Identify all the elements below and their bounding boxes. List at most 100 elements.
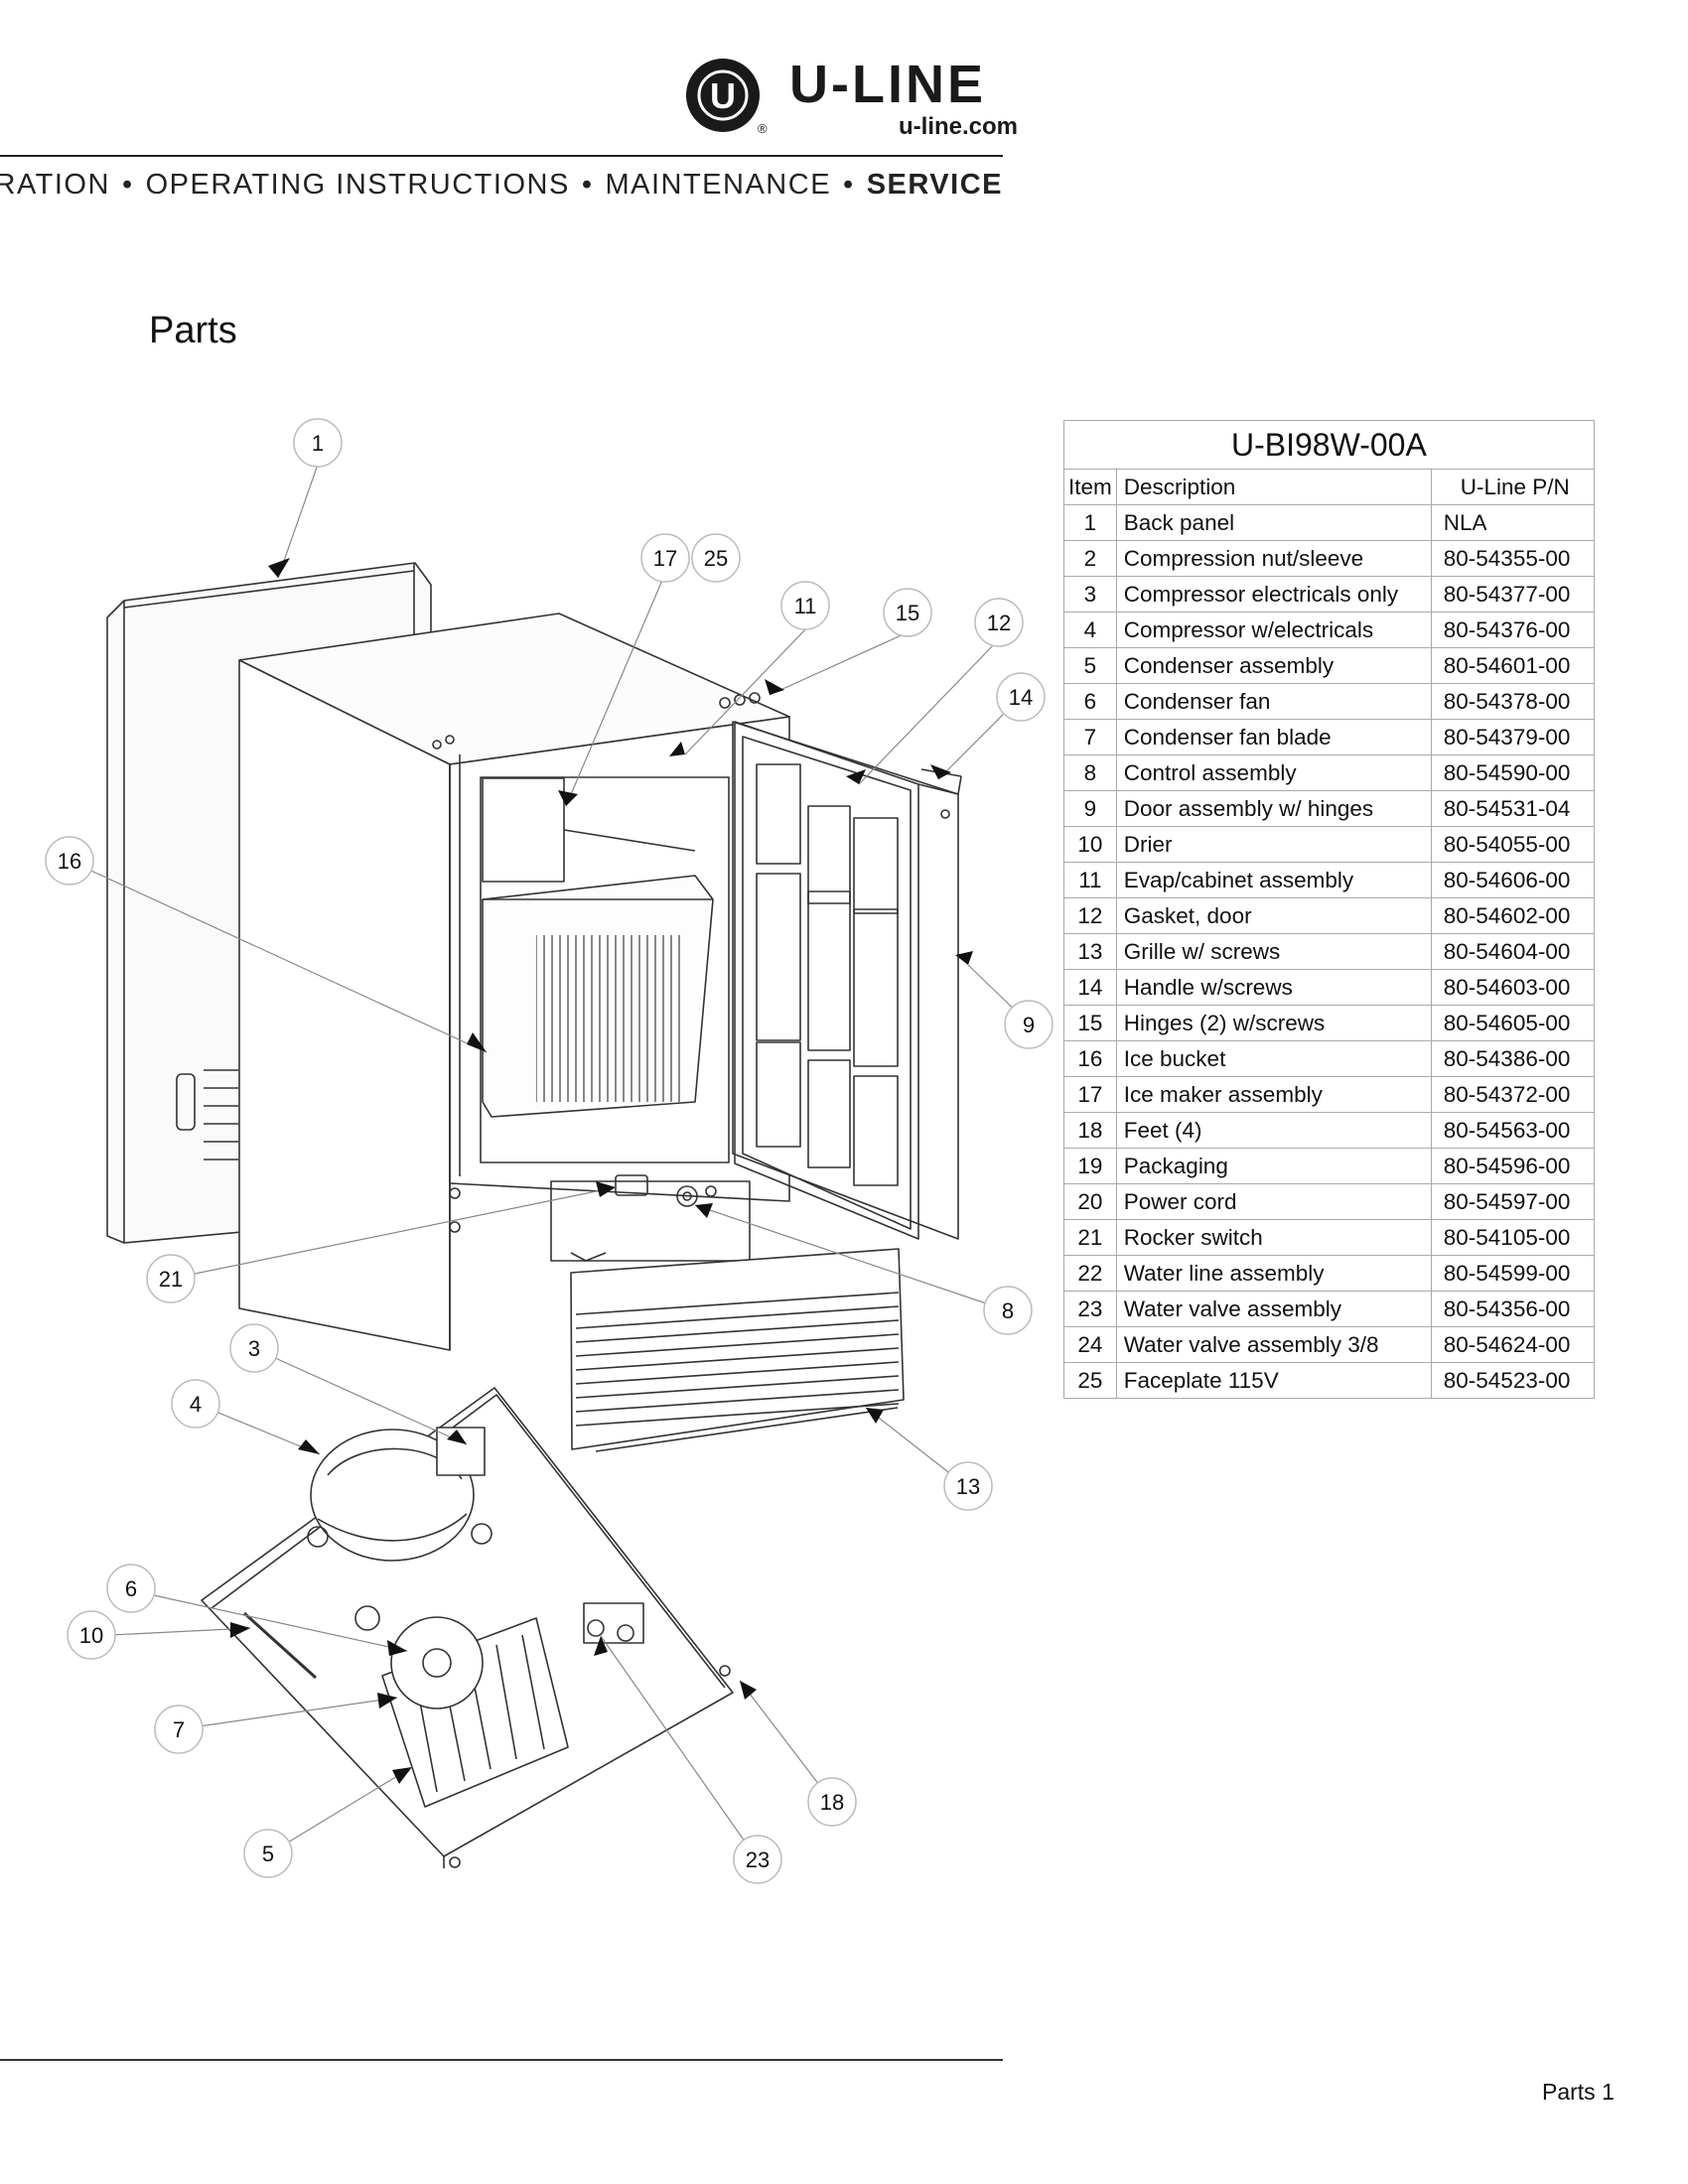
nav-separator: • [581, 169, 594, 201]
part-item-number: 6 [1063, 683, 1117, 720]
callout-17: 17 [640, 533, 690, 583]
callout-3: 3 [229, 1323, 279, 1373]
cabinet-drawing [238, 613, 790, 1351]
nav-item-operating-instructions: OPERATING INSTRUCTIONS [145, 169, 570, 201]
callout-number: 11 [794, 594, 817, 618]
part-description: Condenser fan blade [1115, 719, 1432, 755]
base-compartment-drawing [201, 1387, 734, 1868]
logo-letter: U [710, 75, 736, 116]
arrowheads [230, 558, 973, 1784]
parts-table: U-BI98W-00A Item Description U-Line P/N … [1063, 420, 1595, 1399]
callout-15: 15 [883, 588, 932, 637]
part-description: Control assembly [1115, 754, 1432, 791]
callout-13: 13 [943, 1461, 993, 1511]
callout-5: 5 [243, 1829, 293, 1878]
part-description: Water valve assembly [1115, 1291, 1432, 1327]
part-description: Ice maker assembly [1115, 1076, 1432, 1113]
part-item-number: 15 [1063, 1005, 1117, 1041]
u-line-logo: U ® [686, 59, 768, 135]
callout-bubbles: 1 17 25 11 15 12 14 16 9 21 8 3 4 13 6 1… [45, 418, 1054, 1884]
part-description: Water line assembly [1115, 1255, 1432, 1292]
part-number: 80-54105-00 [1430, 1219, 1595, 1256]
callout-number: 12 [987, 611, 1011, 635]
callout-11: 11 [780, 581, 830, 630]
grille-drawing [570, 1248, 905, 1452]
part-number: 80-54379-00 [1430, 719, 1595, 755]
callout-number: 23 [746, 1847, 770, 1872]
callout-12: 12 [974, 598, 1024, 647]
table-header-row: Item Description U-Line P/N [1063, 469, 1595, 505]
part-number: 80-54597-00 [1430, 1183, 1595, 1220]
callout-number: 9 [1023, 1013, 1035, 1037]
nav-item-service: SERVICE [866, 169, 1003, 201]
nav-item-integration: EGRATION [0, 169, 110, 201]
callout-21: 21 [146, 1254, 196, 1303]
part-number: 80-54604-00 [1430, 933, 1595, 970]
callout-number: 8 [1002, 1298, 1014, 1323]
part-description: Gasket, door [1115, 897, 1432, 934]
part-number: 80-54599-00 [1430, 1255, 1595, 1292]
callout-16: 16 [45, 836, 94, 886]
part-description: Water valve assembly 3/8 [1115, 1326, 1432, 1363]
nav-separator: • [121, 169, 134, 201]
part-description: Hinges (2) w/screws [1115, 1005, 1432, 1041]
footer-divider [0, 2059, 1003, 2061]
callout-number: 5 [262, 1842, 274, 1866]
part-description: Faceplate 115V [1115, 1362, 1432, 1399]
part-description: Condenser assembly [1115, 647, 1432, 684]
callout-4: 4 [171, 1379, 220, 1429]
brand-url: u-line.com [899, 113, 1019, 140]
part-item-number: 10 [1063, 826, 1117, 863]
header-divider [0, 155, 1003, 157]
part-description: Drier [1115, 826, 1432, 863]
part-number: 80-54624-00 [1430, 1326, 1595, 1363]
part-description: Ice bucket [1115, 1040, 1432, 1077]
callout-number: 13 [956, 1474, 980, 1499]
part-description: Compressor w/electricals [1115, 612, 1432, 648]
part-description: Back panel [1115, 504, 1432, 541]
callout-8: 8 [983, 1286, 1033, 1335]
exploded-parts-diagram: 1 17 25 11 15 12 14 16 9 21 8 3 4 13 6 1… [45, 418, 1054, 1884]
part-number: 80-54386-00 [1430, 1040, 1595, 1077]
brand-name: U-LINE [789, 55, 986, 114]
model-number: U-BI98W-00A [1063, 420, 1595, 470]
part-number: 80-54601-00 [1430, 647, 1595, 684]
part-item-number: 3 [1063, 576, 1117, 613]
door-drawing [732, 721, 962, 1240]
part-number: 80-54377-00 [1430, 576, 1595, 613]
section-nav-strip: EGRATION•OPERATING INSTRUCTIONS•MAINTENA… [0, 167, 1003, 203]
part-number: 80-54356-00 [1430, 1291, 1595, 1327]
part-item-number: 11 [1063, 862, 1117, 898]
callout-number: 4 [190, 1392, 202, 1417]
part-item-number: 14 [1063, 969, 1117, 1006]
part-description: Feet (4) [1115, 1112, 1432, 1149]
callout-number: 7 [173, 1717, 185, 1742]
part-description: Rocker switch [1115, 1219, 1432, 1256]
part-item-number: 18 [1063, 1112, 1117, 1149]
callout-6: 6 [106, 1564, 156, 1613]
part-number: 80-54563-00 [1430, 1112, 1595, 1149]
part-description: Power cord [1115, 1183, 1432, 1220]
callout-number: 21 [159, 1267, 183, 1292]
nav-separator: • [843, 169, 855, 201]
part-number: 80-54602-00 [1430, 897, 1595, 934]
part-number: 80-54523-00 [1430, 1362, 1595, 1399]
part-item-number: 25 [1063, 1362, 1117, 1399]
part-item-number: 9 [1063, 790, 1117, 827]
callout-9: 9 [1004, 1000, 1054, 1049]
